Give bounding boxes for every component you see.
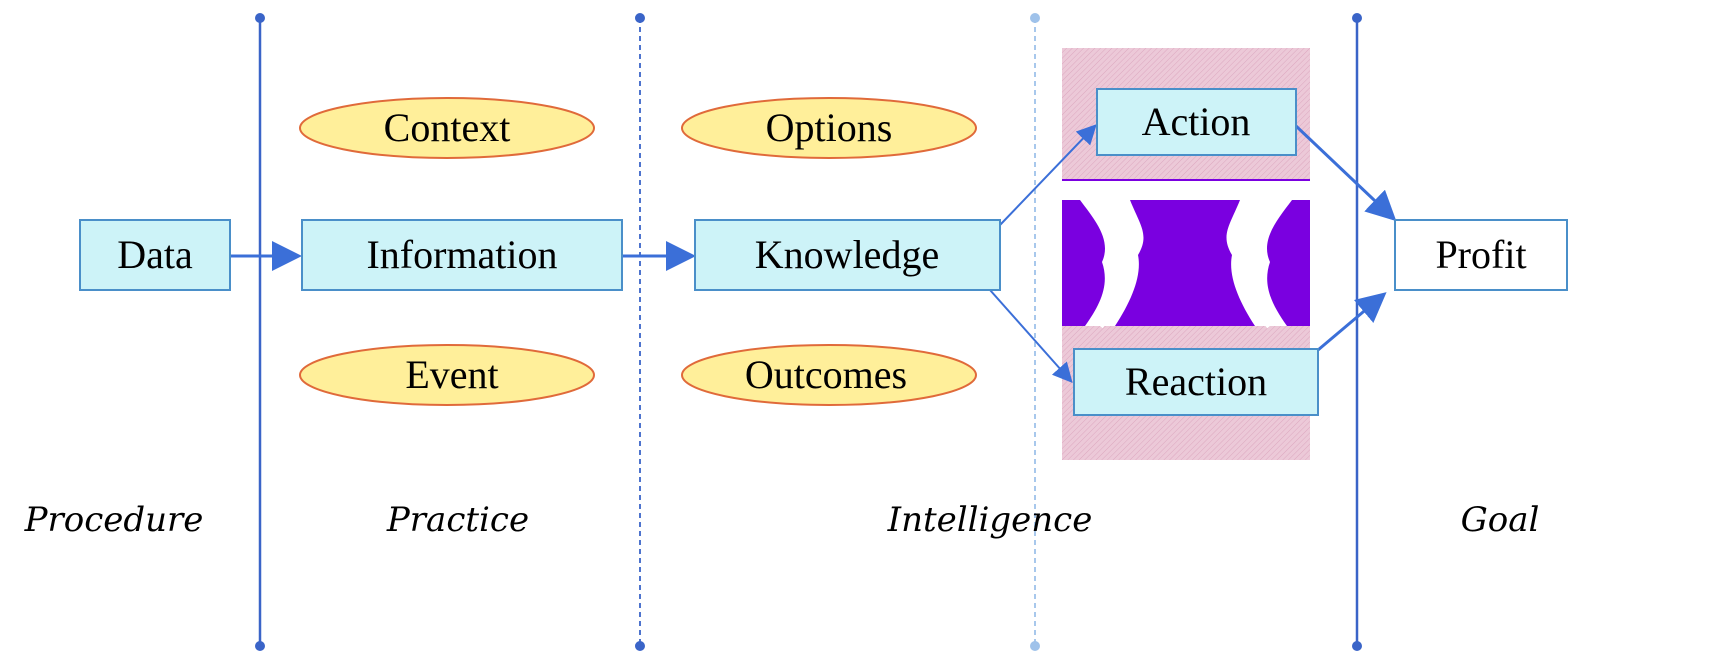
event-oval: Event [299, 344, 595, 406]
context-oval: Context [299, 97, 595, 159]
data-box: Data [79, 219, 231, 291]
profit-label: Profit [1435, 232, 1526, 277]
divider-dot [255, 13, 265, 23]
action-label: Action [1142, 99, 1251, 144]
arrow-knowledge-action [999, 124, 1097, 226]
stage-dividers [255, 13, 1362, 651]
divider-dot [635, 641, 645, 651]
options-oval: Options [681, 97, 977, 159]
stage-procedure: Procedure [24, 500, 204, 540]
action-box: Action [1096, 88, 1297, 156]
knowledge-label: Knowledge [755, 232, 939, 277]
arrow-reaction-profit [1317, 292, 1387, 352]
event-label: Event [405, 352, 498, 397]
reaction-box: Reaction [1073, 348, 1319, 416]
arrow-action-profit [1294, 124, 1397, 222]
stage-practice: Practice [386, 500, 529, 540]
stage-intelligence: Intelligence [887, 500, 1093, 540]
information-label: Information [366, 232, 557, 277]
stage-labels: Procedure Practice Intelligence Goal [24, 500, 1540, 540]
divider-dot [1030, 641, 1040, 651]
arrows [230, 124, 1397, 383]
reaction-label: Reaction [1125, 359, 1267, 404]
divider-dot [635, 13, 645, 23]
data-label: Data [117, 232, 193, 277]
divider-dot [255, 641, 265, 651]
divider-dot [1352, 13, 1362, 23]
profit-box: Profit [1394, 219, 1568, 291]
divider-dot [1352, 641, 1362, 651]
arrow-knowledge-reaction [989, 289, 1073, 383]
context-label: Context [384, 105, 511, 150]
outcomes-label: Outcomes [745, 352, 907, 397]
options-label: Options [766, 105, 893, 150]
divider-dot [1030, 13, 1040, 23]
outcomes-oval: Outcomes [681, 344, 977, 406]
information-box: Information [301, 219, 623, 291]
stage-goal: Goal [1461, 500, 1540, 540]
knowledge-box: Knowledge [694, 219, 1001, 291]
two-faces-silhouette-icon [1062, 179, 1310, 329]
